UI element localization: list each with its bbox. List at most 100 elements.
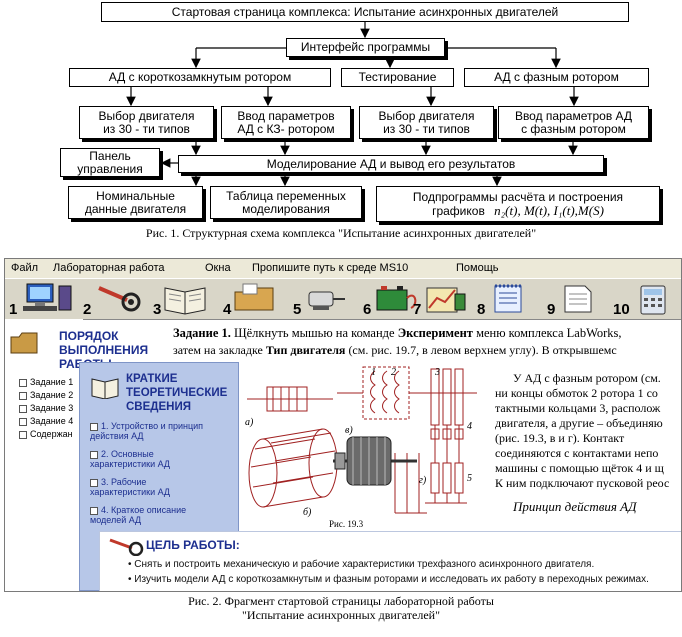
book-icon bbox=[91, 378, 119, 399]
goal-panel: ЦЕЛЬ РАБОТЫ: • Снять и построить механич… bbox=[99, 531, 681, 591]
nav-task-4[interactable]: Задание 4 bbox=[19, 416, 73, 426]
nav-contents-label: Содержан bbox=[30, 429, 73, 439]
principle-heading: Принцип действия АД bbox=[513, 499, 637, 514]
drawing-num-3: 3 bbox=[434, 367, 440, 378]
nominal-data-line1: Номинальные bbox=[96, 188, 175, 203]
nominal-data-box: Номинальные данные двигателя bbox=[68, 186, 203, 219]
document-icon bbox=[564, 285, 592, 313]
menu-lab-work[interactable]: Лабораторная работа bbox=[53, 262, 165, 274]
folder-icon bbox=[10, 332, 38, 354]
subroutines-prefix: графиков bbox=[432, 203, 485, 218]
toolbar-number-8: 8 bbox=[477, 301, 486, 318]
toolbar-button-9[interactable]: 9 bbox=[545, 280, 611, 317]
drawing-num-1: 1 bbox=[371, 367, 376, 378]
task-1-line2-end: (см. рис. 19.7, в левом верхнем углу). В… bbox=[345, 343, 617, 357]
toolbar-number-3: 3 bbox=[153, 301, 162, 318]
toolbar-number-5: 5 bbox=[293, 301, 302, 318]
subroutines-line2: графиков n₂(t), M(t), I₁(t),M(S) bbox=[432, 204, 604, 218]
theory-text-line2: ни концы обмоток 2 ротора 1 со bbox=[495, 386, 658, 400]
notepad-icon bbox=[494, 284, 522, 313]
toolbar-button-1[interactable]: 1 bbox=[7, 280, 77, 317]
lab-start-page-screenshot: Файл Лабораторная работа Окна Пропишите … bbox=[4, 258, 682, 592]
toolbar-button-10[interactable]: 10 bbox=[611, 280, 679, 317]
nav-task-1[interactable]: Задание 1 bbox=[19, 377, 73, 387]
theory-text-line6: соединяются с контактами непо bbox=[495, 446, 659, 460]
toolbar-button-8[interactable]: 8 bbox=[475, 280, 541, 317]
task-1-label: Задание 1. bbox=[173, 326, 231, 340]
theory-item-1-line1: 1. Устройство и принцип bbox=[101, 421, 204, 431]
nav-task-2[interactable]: Задание 2 bbox=[19, 390, 73, 400]
menu-windows[interactable]: Окна bbox=[205, 262, 231, 274]
control-panel-line2: управления bbox=[77, 161, 143, 176]
folder-icon bbox=[234, 283, 274, 311]
param-input-phase-line2: с фазным ротором bbox=[521, 121, 626, 136]
drawing-label-g: г) bbox=[419, 475, 427, 486]
theory-text-line1: У АД с фазным ротором (см. bbox=[513, 371, 661, 385]
menu-file[interactable]: Файл bbox=[11, 262, 39, 274]
task-1-line2-start: затем на закладке bbox=[173, 343, 266, 357]
theory-text-line8: К ним подключают пусковой реос bbox=[495, 476, 670, 490]
book-icon bbox=[164, 287, 206, 315]
task-1-end: меню комплекса LabWorks, bbox=[472, 326, 622, 340]
task-1-experiment: Эксперимент bbox=[397, 326, 473, 340]
toolbar-button-6[interactable]: 6 bbox=[361, 280, 427, 317]
theory-text-line4: двигателя, а другие – объединяю bbox=[495, 416, 663, 430]
nav-task-2-label: Задание 2 bbox=[30, 390, 74, 400]
toolbar-number-2: 2 bbox=[83, 301, 92, 318]
theory-item-4-line1: 4. Краткое описание bbox=[101, 505, 187, 515]
menu-help[interactable]: Помощь bbox=[456, 262, 499, 274]
modeling-box: Моделирование АД и вывод его результатов bbox=[178, 155, 604, 173]
motor-select-2-line2: из 30 - ти типов bbox=[383, 121, 470, 136]
toolbar-button-7[interactable]: 7 bbox=[411, 280, 477, 317]
theory-item-1[interactable]: 1. Устройство и принцип действия АД bbox=[90, 421, 203, 441]
theory-item-2-line2: характеристики АД bbox=[90, 459, 171, 469]
motor-select-2-line1: Выбор двигателя bbox=[378, 108, 475, 123]
goal-item-2-text: Изучить модели АД с короткозамкнутым и ф… bbox=[134, 574, 649, 585]
theory-item-2-line1: 2. Основные bbox=[101, 449, 154, 459]
nav-task-1-label: Задание 1 bbox=[30, 377, 74, 387]
computer-icon bbox=[23, 283, 72, 311]
nav-contents[interactable]: Содержан bbox=[19, 429, 73, 439]
figure-2-caption-line1: Рис. 2. Фрагмент стартовой страницы лабо… bbox=[188, 594, 494, 608]
subroutines-formula: n₂(t), M(t), I₁(t),M(S) bbox=[494, 202, 604, 218]
drawing-num-4: 4 bbox=[467, 421, 472, 432]
toolbar-button-3[interactable]: 3 bbox=[151, 280, 217, 317]
menu-set-path[interactable]: Пропишите путь к среде MS10 bbox=[252, 262, 409, 274]
motor-select-1-line1: Выбор двигателя bbox=[98, 108, 195, 123]
drawing-num-2: 2 bbox=[391, 367, 396, 378]
nav-task-3[interactable]: Задание 3 bbox=[19, 403, 73, 413]
motor-select-1-line2: из 30 - ти типов bbox=[103, 121, 190, 136]
start-page-box: Стартовая страница комплекса: Испытание … bbox=[101, 2, 629, 22]
toolbar-button-2[interactable]: 2 bbox=[81, 280, 147, 317]
drawing-num-5: 5 bbox=[467, 473, 472, 484]
param-input-kz-box: Ввод параметров АД с КЗ- ротором bbox=[221, 106, 351, 139]
theory-item-3-line1: 3. Рабочие bbox=[101, 477, 147, 487]
procedure-title-line2: ВЫПОЛНЕНИЯ bbox=[59, 343, 149, 357]
drawing-label-b: б) bbox=[303, 507, 312, 518]
theory-item-3-line2: характеристики АД bbox=[90, 487, 171, 497]
toolbar-button-5[interactable]: 5 bbox=[291, 280, 357, 317]
toolbar-button-4[interactable]: 4 bbox=[221, 280, 287, 317]
interface-box: Интерфейс программы bbox=[286, 38, 445, 57]
ad-phase-rotor-box: АД с фазным ротором bbox=[464, 68, 649, 87]
task-1-text: Щёлкнуть мышью на команде bbox=[230, 326, 398, 340]
toolbar-number-6: 6 bbox=[363, 301, 372, 318]
toolbar-number-7: 7 bbox=[413, 301, 422, 318]
motor-select-box-1: Выбор двигателя из 30 - ти типов bbox=[79, 106, 214, 139]
figure-2-caption-line2: "Испытание асинхронных двигателей" bbox=[242, 608, 440, 622]
toolbar: 1 2 3 4 bbox=[5, 278, 681, 320]
goal-title: ЦЕЛЬ РАБОТЫ: bbox=[146, 538, 240, 552]
variables-table-box: Таблица переменных моделирования bbox=[210, 186, 362, 219]
drawing-caption: Рис. 19.3 bbox=[329, 519, 364, 529]
drawing-label-a: а) bbox=[245, 417, 254, 428]
procedure-title-line1: ПОРЯДОК bbox=[59, 329, 119, 343]
theory-item-4-line2: моделей АД bbox=[90, 515, 142, 525]
theory-item-2[interactable]: 2. Основные характеристики АД bbox=[90, 449, 170, 469]
subroutines-box: Подпрограммы расчёта и построения график… bbox=[376, 186, 660, 222]
theory-item-3[interactable]: 3. Рабочие характеристики АД bbox=[90, 477, 170, 497]
theory-item-4[interactable]: 4. Краткое описание моделей АД bbox=[90, 505, 186, 525]
goal-item-2: • Изучить модели АД с короткозамкнутым и… bbox=[128, 574, 649, 585]
param-input-kz-line2: АД с КЗ- ротором bbox=[237, 121, 335, 136]
theory-title-line2: ТЕОРЕТИЧЕСКИЕ bbox=[126, 387, 228, 399]
task-1-line1: Задание 1. Щёлкнуть мышью на команде Экс… bbox=[173, 326, 622, 341]
